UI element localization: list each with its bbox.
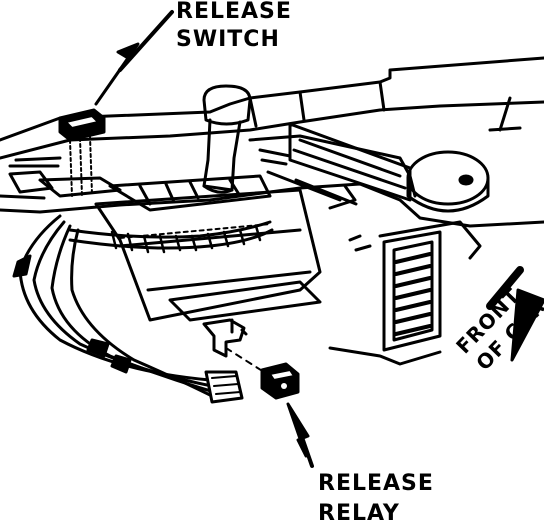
- console-pocket: [94, 188, 372, 322]
- dashboard-body: [0, 56, 544, 228]
- release-relay-component: [260, 362, 300, 400]
- gear-shift-lever: [202, 84, 252, 194]
- release-switch-label-line1: RELEASE: [176, 0, 292, 24]
- relay-bracket: [202, 318, 248, 358]
- release-switch-arrow: [118, 10, 174, 72]
- release-relay-arrowhead-icon: [286, 402, 310, 458]
- callout-arrows: [94, 10, 544, 468]
- shifter-gate: [8, 156, 272, 212]
- front-of-car-arrow-icon: [510, 288, 544, 362]
- release-relay-label-line1: RELEASE: [318, 471, 434, 496]
- air-vent: [328, 220, 482, 366]
- release-switch-component: [58, 108, 106, 197]
- wire-harness: [68, 220, 274, 254]
- wiring-connector: [204, 370, 244, 404]
- relay-wires: [12, 214, 218, 400]
- release-relay-label-line2: RELAY: [318, 501, 400, 526]
- release-switch-label-line2: SWITCH: [176, 27, 280, 52]
- mount-dashed-line: [225, 347, 265, 373]
- release-switch-arrowhead-icon: [94, 42, 140, 106]
- center-console-box: [258, 122, 412, 210]
- round-knob: [406, 150, 490, 213]
